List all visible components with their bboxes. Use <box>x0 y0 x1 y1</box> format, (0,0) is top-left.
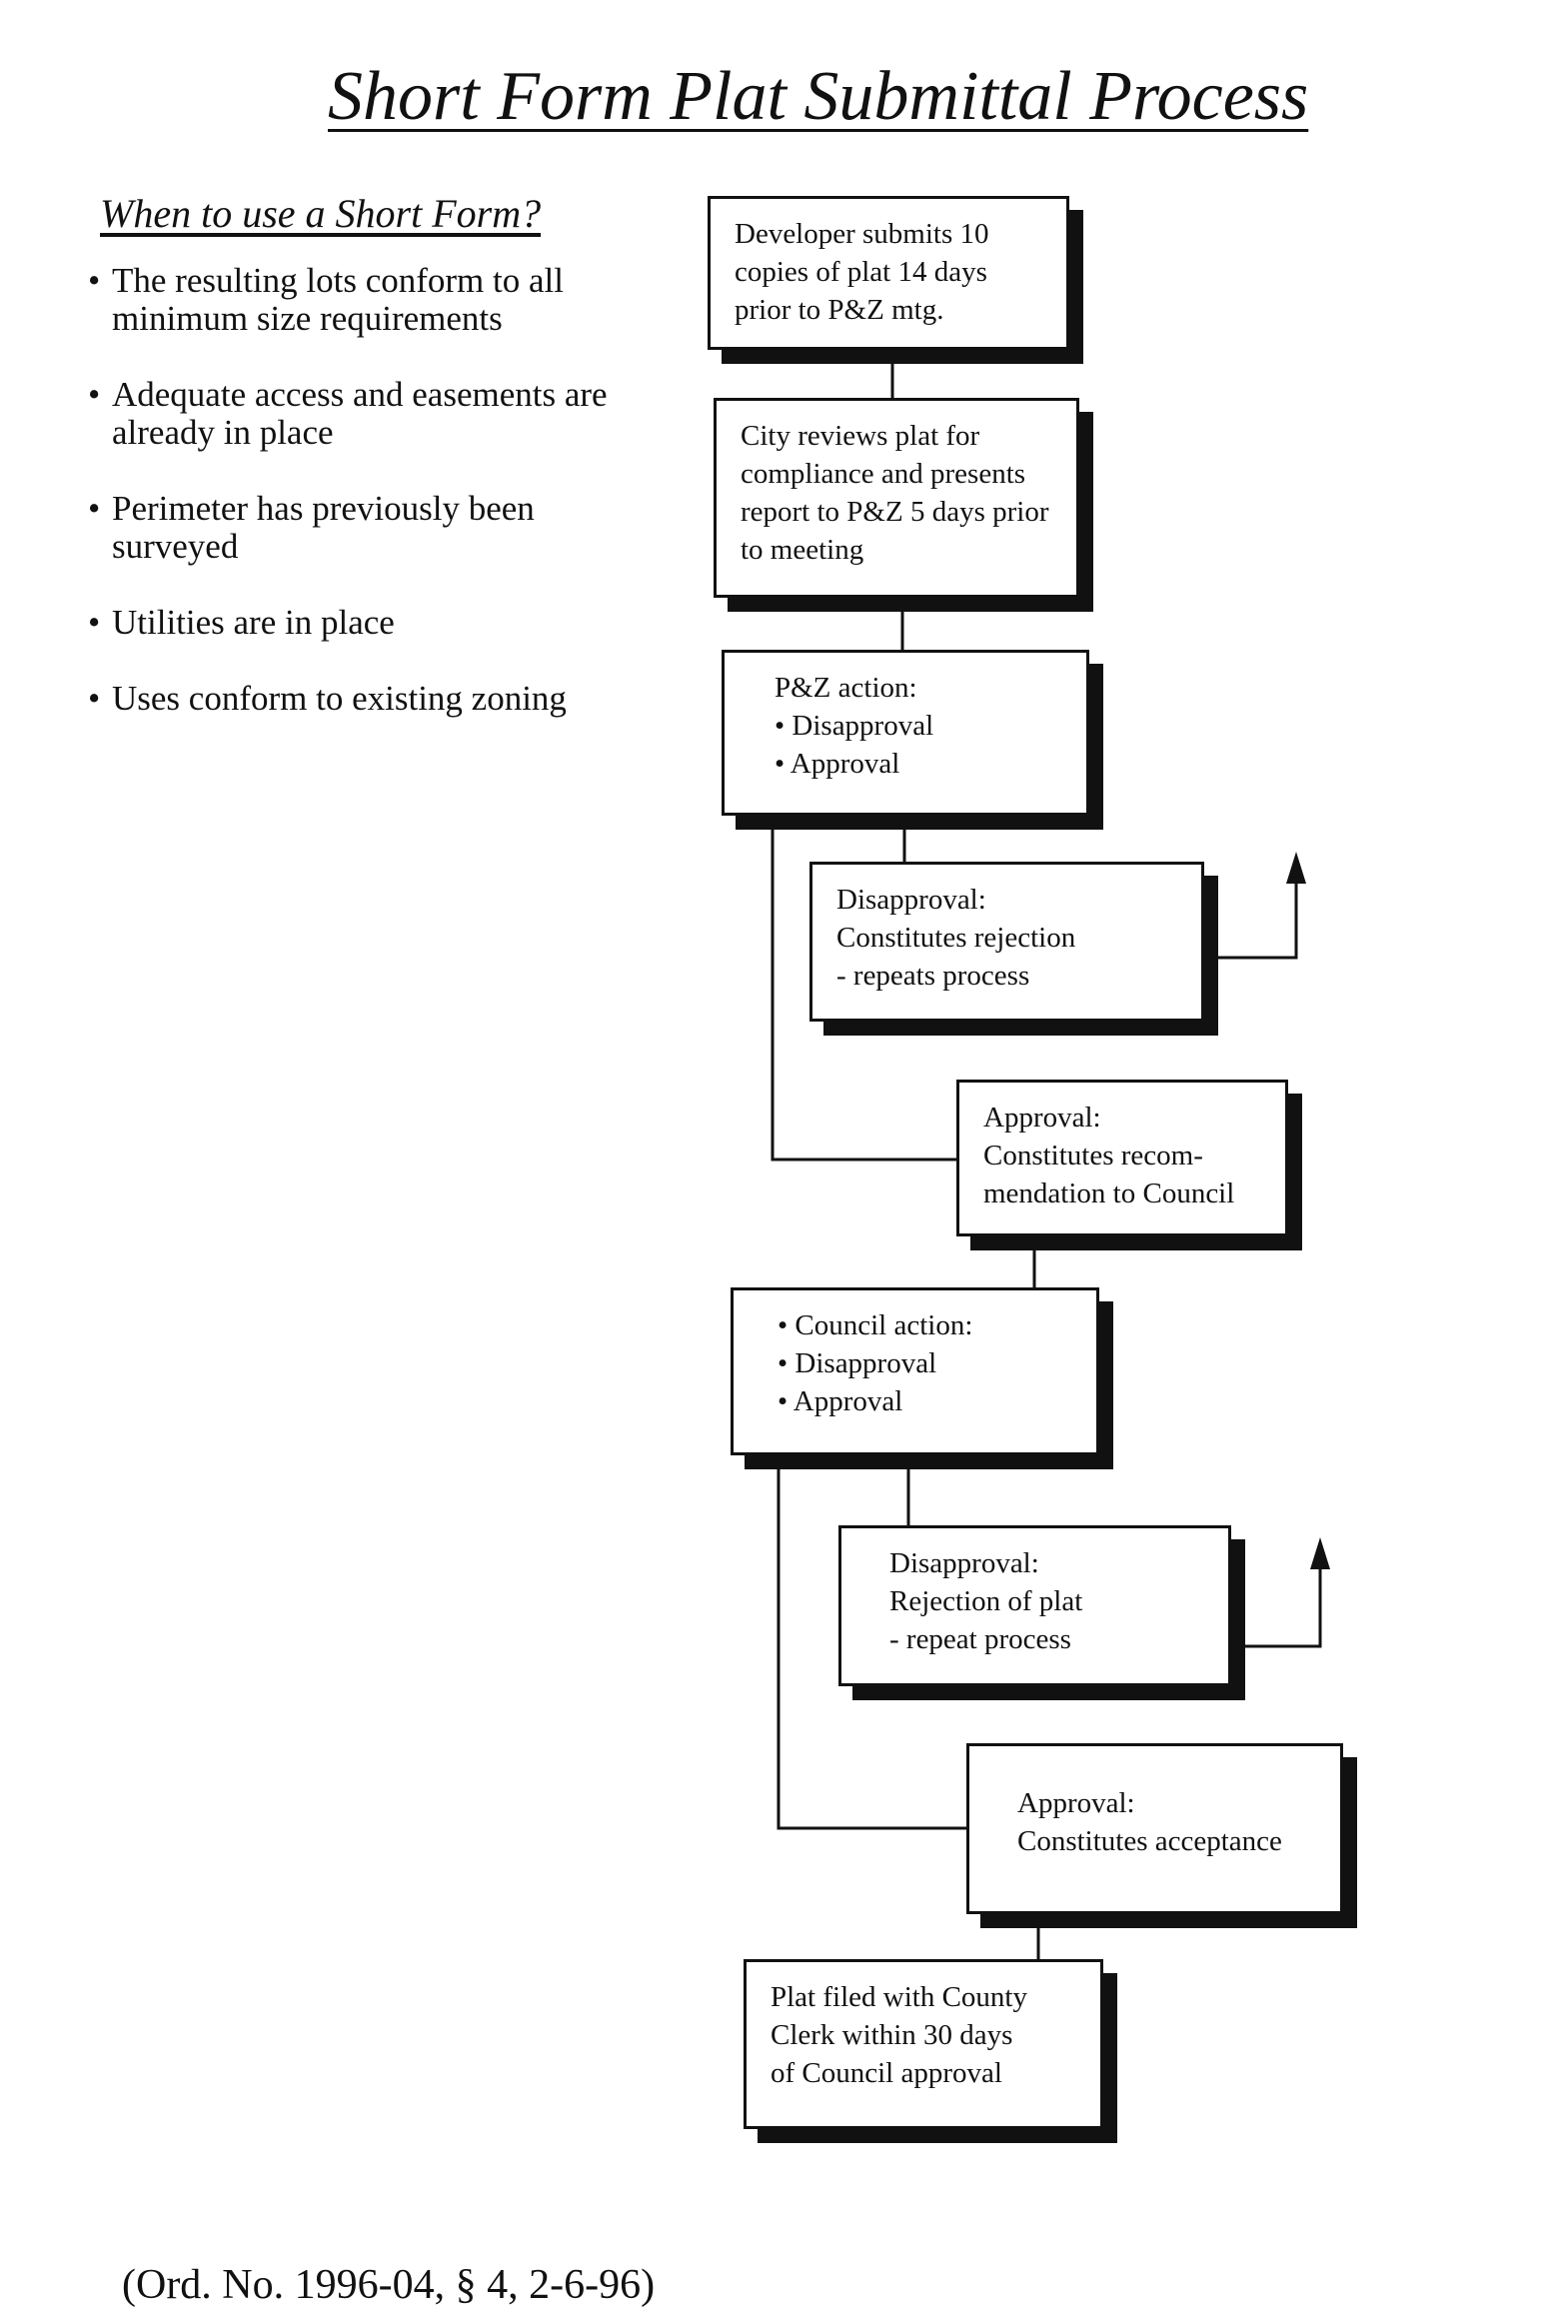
criteria-item: • Uses conform to existing zoning <box>88 680 648 718</box>
criteria-item-text: Utilities are in place <box>112 603 395 642</box>
criteria-list: • The resulting lots conform to all minim… <box>88 262 648 756</box>
bullet-icon: • <box>88 489 101 528</box>
step-developer-submits: Developer submits 10 copies of plat 14 d… <box>708 196 1069 350</box>
step-plat-filed: Plat filed with County Clerk within 30 d… <box>744 1959 1103 2129</box>
step-pz-action: P&Z action: • Disapproval • Approval <box>722 650 1089 816</box>
bullet-icon: • <box>88 261 101 300</box>
connector-pz-disapproval-return <box>1204 880 1298 960</box>
bullet-icon: • <box>88 375 101 414</box>
arrow-up-icon <box>1286 852 1306 884</box>
criteria-item: • Utilities are in place <box>88 604 648 642</box>
ordinance-citation: (Ord. No. 1996-04, § 4, 2-6-96) <box>122 2262 656 2308</box>
step-council-approval: Approval: Constitutes acceptance <box>966 1743 1343 1914</box>
page-title: Short Form Plat Submittal Process <box>328 58 1309 135</box>
connector-pzaction-approval <box>771 816 956 1162</box>
connector-council-disapproval-return <box>1231 1565 1322 1648</box>
connector-council-approval <box>777 1455 966 1830</box>
bullet-icon: • <box>88 679 101 718</box>
criteria-item-text: Uses conform to existing zoning <box>112 679 567 718</box>
arrow-up-icon <box>1310 1537 1330 1569</box>
bullet-icon: • <box>88 603 101 642</box>
criteria-heading: When to use a Short Form? <box>100 191 542 236</box>
criteria-item: • Perimeter has previously been surveyed <box>88 490 648 566</box>
criteria-item: • Adequate access and easements are alrea… <box>88 376 648 452</box>
criteria-item-text: Adequate access and easements are alread… <box>112 375 608 452</box>
criteria-item-text: The resulting lots conform to all minimu… <box>112 261 564 338</box>
step-pz-disapproval: Disapproval: Constitutes rejection - rep… <box>809 862 1204 1022</box>
step-council-action: • Council action: • Disapproval • Approv… <box>731 1287 1099 1455</box>
criteria-item-text: Perimeter has previously been surveyed <box>112 489 535 566</box>
step-council-disapproval: Disapproval: Rejection of plat - repeat … <box>838 1525 1231 1686</box>
step-pz-approval: Approval: Constitutes recom- mendation t… <box>956 1080 1288 1236</box>
criteria-item: • The resulting lots conform to all minim… <box>88 262 648 338</box>
step-city-reviews: City reviews plat for compliance and pre… <box>714 398 1079 598</box>
